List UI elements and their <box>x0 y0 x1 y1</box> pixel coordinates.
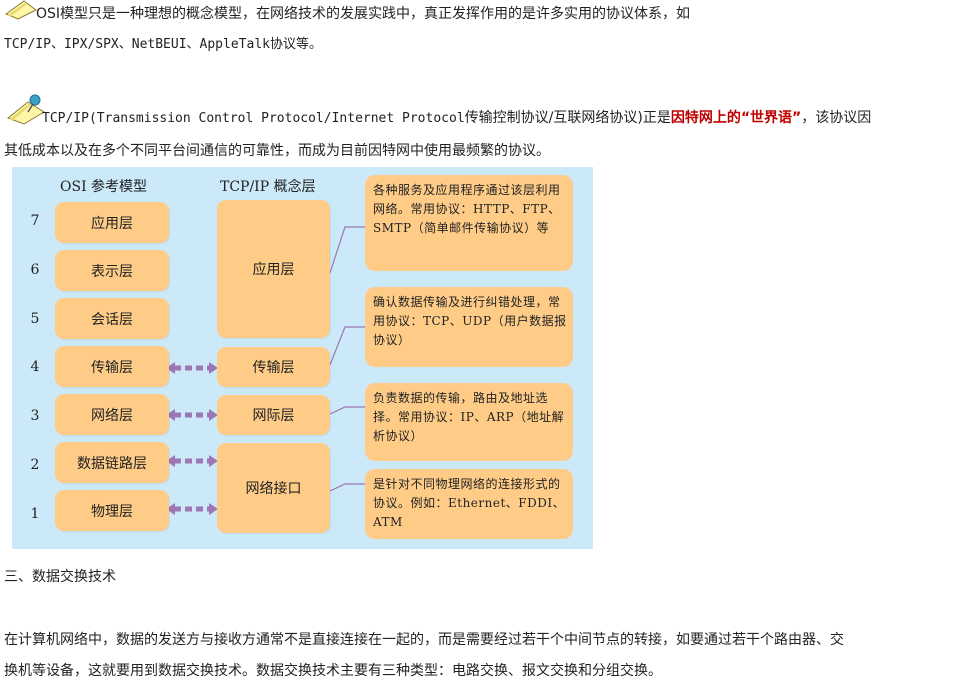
layer-number: 1 <box>30 506 40 522</box>
paragraph1-line1: OSI模型只是一种理想的概念模型，在网络技术的发展实践中，真正发挥作用的是许多实… <box>36 6 691 22</box>
paragraph2-text-end: ，该协议因 <box>801 110 872 126</box>
osi-tcpip-diagram: OSI 参考模型 TCP/IP 概念层 7 6 5 4 3 2 1 应用层 表示… <box>12 167 593 549</box>
protocol-fullname: TCP/IP(Transmission Control Protocol/Int… <box>42 111 465 126</box>
description-internet: 负责数据的传输，路由及地址选择。常用协议：IP、ARP（地址解析协议） <box>365 383 573 461</box>
diagram-connectors <box>166 226 365 515</box>
description-application: 各种服务及应用程序通过该层利用网络。常用协议：HTTP、FTP、SMTP（简单邮… <box>365 175 573 271</box>
osi-layer-network: 网络层 <box>55 394 169 435</box>
layer-number: 4 <box>30 359 40 375</box>
paragraph2-text: 传输控制协议/互联网络协议)正是 <box>464 110 671 126</box>
section-heading: 三、数据交换技术 <box>4 569 116 585</box>
paragraph1-line2: TCP/IP、IPX/SPX、NetBEUI、AppleTalk协议等。 <box>4 37 322 52</box>
layer-number: 3 <box>30 408 40 424</box>
description-network-interface: 是针对不同物理网络的连接形式的协议。例如：Ethernet、FDDI、ATM <box>365 469 573 539</box>
paragraph3-line2: 换机等设备，这就要用到数据交换技术。数据交换技术主要有三种类型：电路交换、报文交… <box>4 663 662 679</box>
osi-layer-application: 应用层 <box>55 202 169 243</box>
layer-number: 6 <box>30 262 40 278</box>
note-pin-icon <box>4 0 37 20</box>
osi-header: OSI 参考模型 <box>60 179 148 195</box>
osi-layer-session: 会话层 <box>55 298 169 339</box>
highlight-world-language: 因特网上的“世界语” <box>670 110 802 126</box>
note-pin-icon <box>7 94 45 125</box>
osi-layer-datalink: 数据链路层 <box>55 442 169 483</box>
layer-mapping-arrows <box>174 365 210 512</box>
paragraph2-line1: TCP/IP(Transmission Control Protocol/Int… <box>42 108 871 129</box>
tcpip-header: TCP/IP 概念层 <box>220 179 316 195</box>
tcpip-layer-internet: 网际层 <box>217 395 330 435</box>
osi-layer-physical: 物理层 <box>55 490 169 531</box>
description-transport: 确认数据传输及进行纠错处理，常用协议：TCP、UDP（用户数据报协议） <box>365 287 573 367</box>
tcpip-layer-network-interface: 网络接口 <box>217 443 330 533</box>
tcpip-layer-application: 应用层 <box>217 200 330 338</box>
callout-lines <box>329 226 365 492</box>
layer-number: 5 <box>30 311 40 327</box>
paragraph2-line2: 其低成本以及在多个不同平台间通信的可靠性，而成为目前因特网中使用最频繁的协议。 <box>4 143 550 159</box>
arrow-heads <box>166 362 218 515</box>
tcpip-layer-transport: 传输层 <box>217 347 330 387</box>
osi-layer-presentation: 表示层 <box>55 250 169 291</box>
paragraph3-line1: 在计算机网络中，数据的发送方与接收方通常不是直接连接在一起的，而是需要经过若干个… <box>4 632 844 648</box>
osi-layer-transport: 传输层 <box>55 346 169 387</box>
layer-number: 7 <box>30 213 40 229</box>
layer-number: 2 <box>30 457 40 473</box>
